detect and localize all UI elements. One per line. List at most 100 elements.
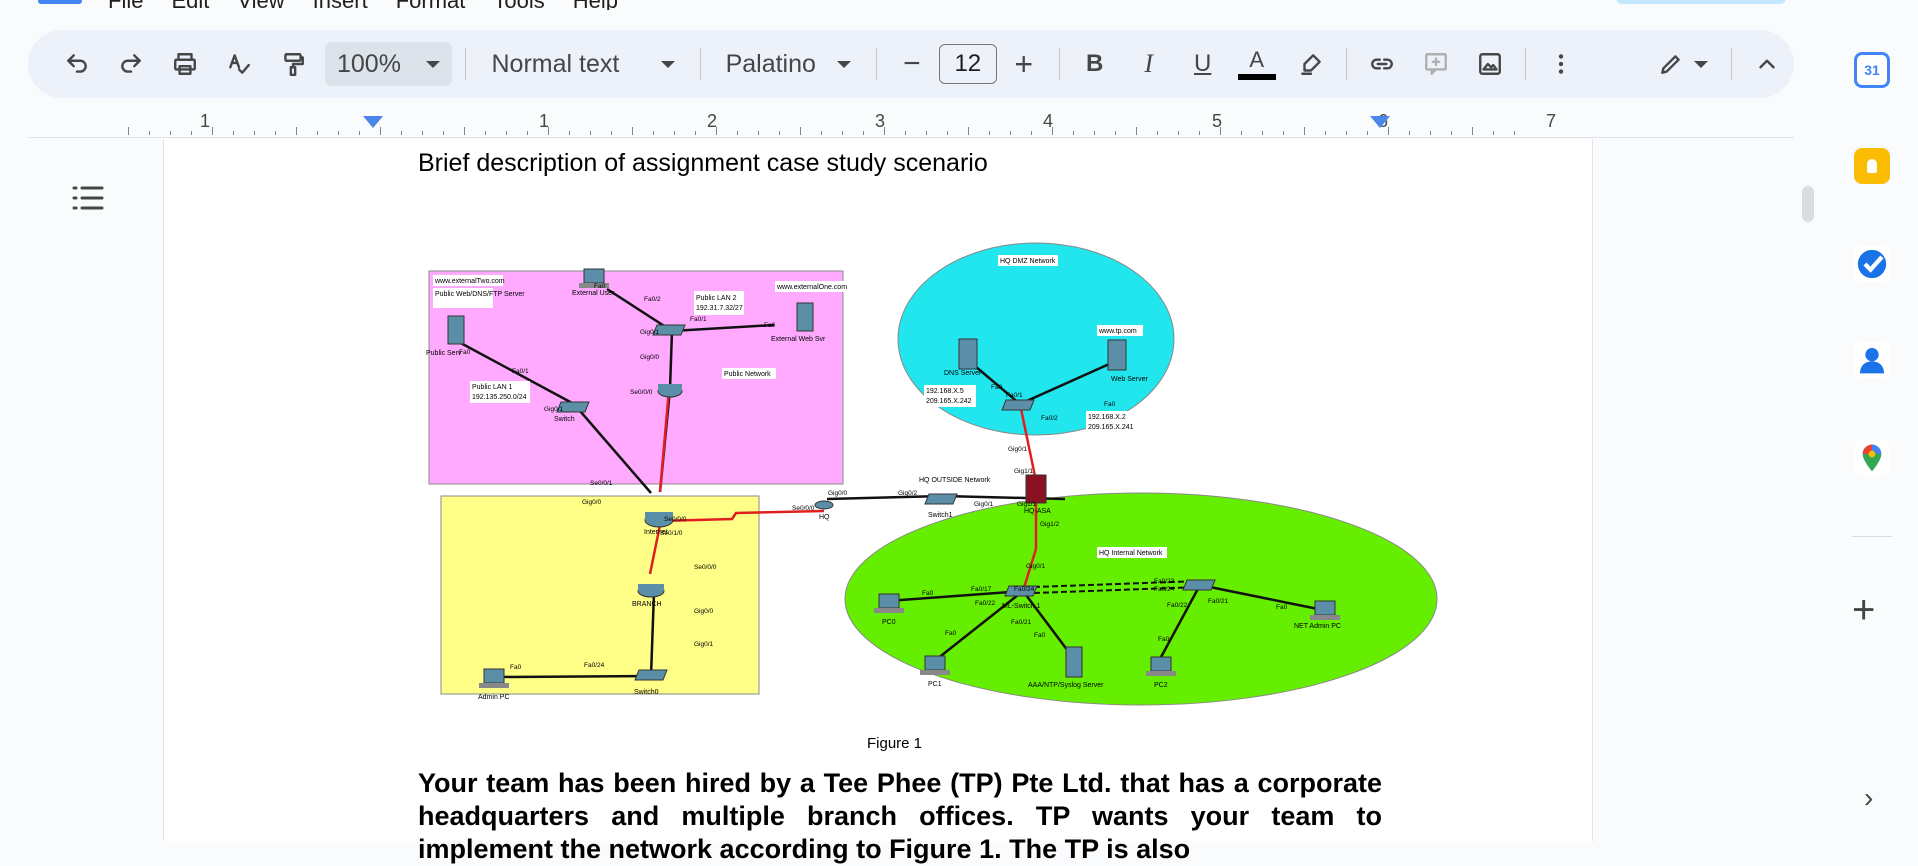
menu-bar: File Edit View Insert Format Tools Help [0, 0, 1800, 10]
ruler-tick [1052, 127, 1053, 135]
toolbar-divider [699, 48, 701, 80]
port-label: Fa0/2 [644, 296, 661, 303]
add-comment-button[interactable] [1414, 42, 1458, 86]
label-pc1: PC1 [928, 681, 942, 688]
document-outline-button[interactable] [70, 180, 110, 220]
ruler-tick [1094, 131, 1095, 135]
ruler-tick [1136, 127, 1137, 135]
ruler-tick [1325, 131, 1326, 135]
chevron-down-icon [660, 60, 675, 68]
share-button[interactable] [1616, 0, 1786, 4]
maps-icon[interactable] [1854, 440, 1890, 476]
toolbar-divider [1524, 48, 1526, 80]
insert-link-button[interactable] [1360, 42, 1404, 86]
link-icon [1370, 58, 1393, 70]
italic-button[interactable]: I [1144, 49, 1153, 78]
right-indent-marker[interactable] [1370, 116, 1390, 128]
outline-list-icon [72, 186, 104, 210]
ruler-tick [1430, 131, 1431, 135]
port-label: Se0/0/0 [792, 505, 815, 512]
menu-insert[interactable]: Insert [313, 0, 368, 10]
label-hq-dmz: HQ DMZ Network [1000, 258, 1056, 265]
ruler-tick [1157, 131, 1158, 135]
ruler-tick [191, 131, 192, 135]
docs-logo[interactable] [38, 0, 82, 4]
text-color-button[interactable]: A [1235, 42, 1279, 86]
label-external-user: External User [572, 290, 615, 297]
keep-icon[interactable] [1854, 148, 1890, 184]
scrollbar-thumb[interactable] [1802, 186, 1814, 222]
calendar-icon[interactable]: 31 [1854, 52, 1890, 88]
insert-image-button[interactable] [1468, 42, 1512, 86]
ruler-tick [842, 131, 843, 135]
document-page[interactable]: Brief description of assignment case stu… [163, 139, 1593, 864]
label-pc2: PC2 [1154, 682, 1168, 689]
zoom-select[interactable]: 100% [325, 42, 453, 86]
side-panel-divider [1852, 536, 1892, 537]
print-button[interactable] [163, 42, 207, 86]
port-label: Fa0/1 [1006, 392, 1023, 399]
port-label: Gig0/1 [1026, 563, 1046, 570]
label-net-admin-pc: NET Admin PC [1294, 623, 1341, 630]
bold-button[interactable]: B [1085, 50, 1104, 77]
font-select[interactable]: Palatino [714, 42, 863, 86]
undo-button[interactable] [55, 42, 99, 86]
decrease-font-button[interactable]: − [903, 47, 921, 80]
image-icon [1478, 53, 1501, 75]
paint-format-button[interactable] [271, 42, 315, 86]
ruler-tick [317, 131, 318, 135]
font-size-input[interactable]: 12 [938, 44, 997, 84]
menu-edit[interactable]: Edit [171, 0, 209, 10]
hide-menus-button[interactable] [1745, 42, 1789, 86]
label-public-serv: Public Serv [426, 350, 462, 357]
redo-button[interactable] [109, 42, 153, 86]
menu-format[interactable]: Format [396, 0, 466, 10]
left-indent-marker[interactable] [363, 116, 383, 128]
zoom-value: 100% [337, 49, 401, 78]
horizontal-ruler[interactable]: 1 1 2 3 4 5 6 7 [28, 108, 1794, 138]
ruler-tick [1199, 131, 1200, 135]
port-label: Gig0/0 [828, 490, 848, 497]
menu-file[interactable]: File [108, 0, 143, 10]
menu-tools[interactable]: Tools [493, 0, 544, 10]
tasks-icon[interactable] [1854, 246, 1890, 282]
highlight-button[interactable] [1289, 42, 1333, 86]
port-label: Fa0/17 [971, 586, 992, 593]
label-aaa-server: AAA/NTP/Syslog Server [1028, 682, 1104, 689]
chevron-right-icon[interactable]: › [1864, 782, 1874, 813]
ruler-tick [968, 127, 969, 135]
get-addons-button[interactable]: + [1852, 588, 1876, 632]
contacts-icon[interactable] [1854, 342, 1890, 378]
editing-mode-button[interactable] [1648, 42, 1718, 86]
increase-font-button[interactable]: + [1014, 45, 1033, 82]
ruler-tick [947, 131, 948, 135]
figure-caption: Figure 1 [867, 735, 923, 752]
ruler-number: 3 [875, 111, 886, 131]
port-label: Fa0 [1104, 401, 1116, 408]
label-switch: Switch [554, 416, 575, 423]
paint-format-icon [284, 53, 304, 77]
ruler-tick [1367, 131, 1368, 135]
font-value: Palatino [725, 49, 816, 78]
underline-button[interactable]: U [1193, 50, 1212, 77]
menu-help[interactable]: Help [573, 0, 618, 10]
port-labels: Fa0 Fa0 Fa0 Fa0/1 Fa0/2 Fa0/1 Gig0/1 Gig… [459, 283, 1288, 671]
spellcheck-button[interactable] [217, 42, 261, 86]
port-label: Fa0/21 [1208, 598, 1229, 605]
ruler-tick [338, 131, 339, 135]
ruler-tick [821, 131, 822, 135]
ruler-tick [548, 127, 549, 135]
toolbar-divider [1058, 48, 1060, 80]
chevron-down-icon [836, 60, 851, 68]
hq-internal-region [844, 492, 1438, 706]
more-options-button[interactable] [1539, 42, 1583, 86]
port-label: Fa0 [459, 349, 471, 356]
toolbar-divider [1345, 48, 1347, 80]
ruler-number: 2 [707, 111, 718, 131]
port-label: Gig0/1 [1008, 446, 1028, 453]
ruler-tick [1472, 127, 1473, 135]
menu-view[interactable]: View [237, 0, 284, 10]
toolbar-divider [1731, 48, 1733, 80]
style-select[interactable]: Normal text [479, 42, 686, 86]
label-external-one: www.externalOne.com [776, 284, 847, 291]
